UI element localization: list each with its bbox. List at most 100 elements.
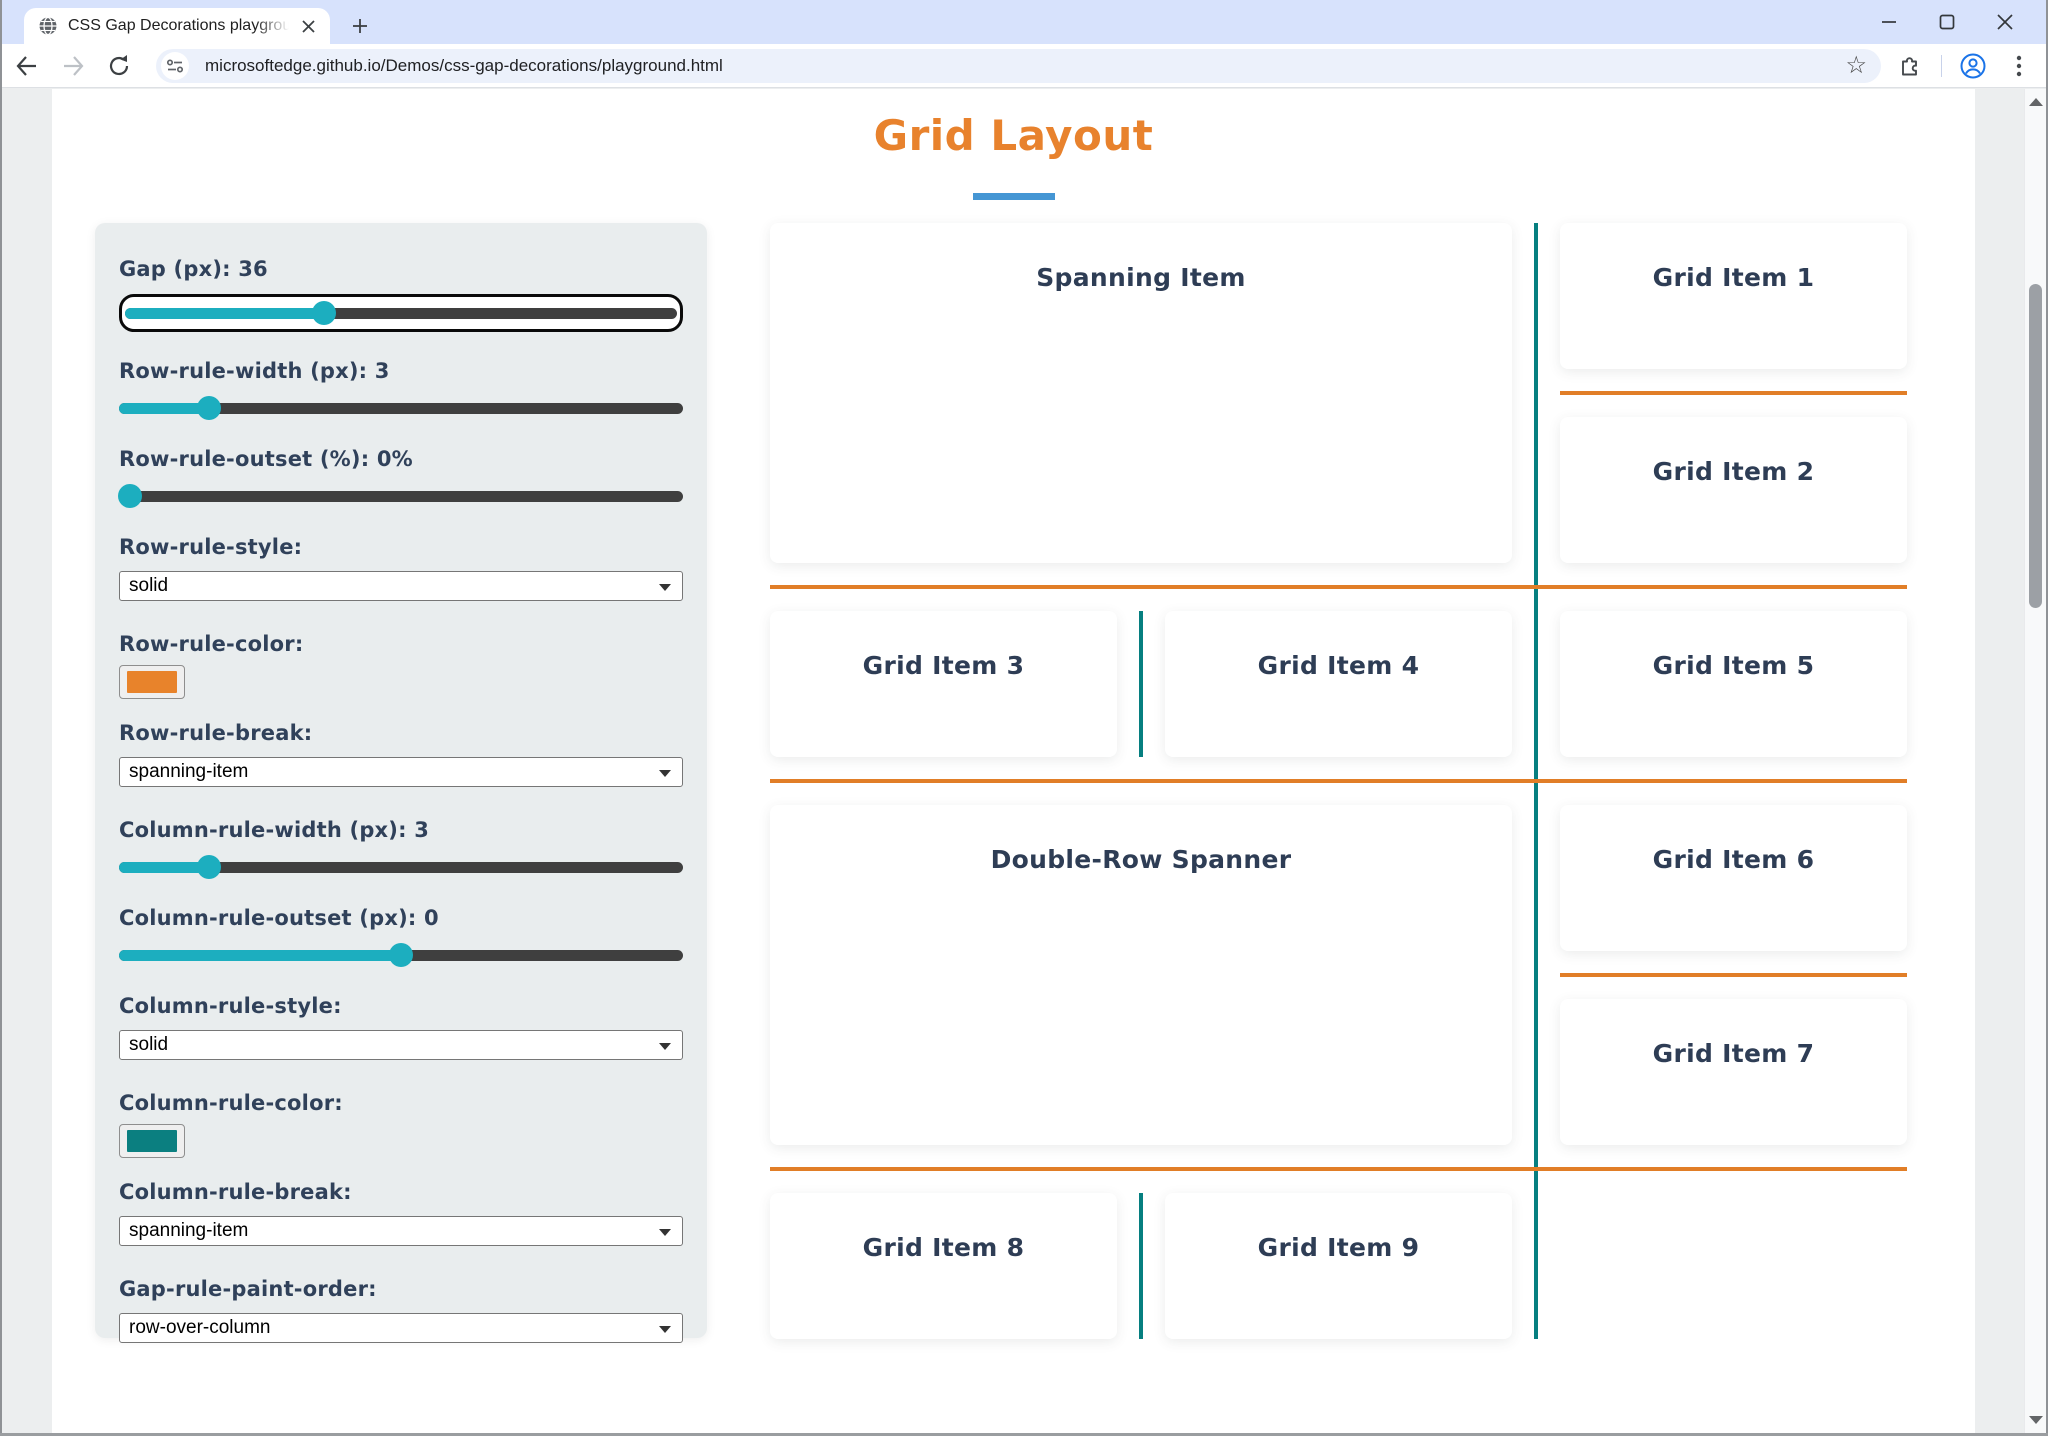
row-rule-style-label: Row-rule-style: [119,535,303,559]
row-rule-color-picker[interactable] [119,665,185,699]
browser-tab[interactable]: CSS Gap Decorations playgroun [24,8,330,44]
grid-card-7: Grid Item 7 [1560,999,1907,1145]
back-arrow-icon[interactable] [8,47,46,85]
column-rule-outset-control: Column-rule-outset (px): 0 [119,906,683,967]
color-swatch [127,1130,177,1152]
row-rule-break-select[interactable]: spanning-item [119,757,683,787]
slider-thumb[interactable] [311,301,336,325]
column-rule-break-control: Column-rule-break: spanning-item [119,1180,683,1246]
row-rule-outset-slider[interactable] [118,484,683,508]
slider-track[interactable] [119,403,683,414]
reload-icon[interactable] [100,47,138,85]
page-content: Grid Layout Gap (px): 36 Row-rule-width … [52,89,1975,1433]
column-rule-style-control: Column-rule-style: solid [119,994,683,1060]
row-rule-break-label: Row-rule-break: [119,721,313,745]
grid-card-4: Grid Item 4 [1165,611,1512,757]
column-rule-color-picker[interactable] [119,1124,185,1158]
slider-track[interactable] [119,491,683,502]
profile-avatar-icon[interactable] [1954,47,1992,85]
toolbar-separator [1941,54,1942,77]
extensions-puzzle-icon[interactable] [1891,47,1929,85]
select-value: row-over-column [129,1317,271,1338]
color-swatch [127,671,177,693]
window-border-right [2046,0,2048,1436]
gap-label: Gap (px): 36 [119,257,268,281]
gap-control: Gap (px): 36 [119,257,683,332]
row-rule-width-control: Row-rule-width (px): 3 [119,359,683,420]
column-rule-outset-slider[interactable] [119,943,683,967]
slider-track[interactable] [125,308,677,319]
slider-thumb[interactable] [197,396,222,420]
chevron-down-icon [659,584,671,591]
page-viewport: Grid Layout Gap (px): 36 Row-rule-width … [0,89,2048,1433]
grid-card-8: Grid Item 8 [770,1193,1117,1339]
column-rule-color-label: Column-rule-color: [119,1091,343,1115]
row-rule-width-label: Row-rule-width (px): 3 [119,359,390,383]
row-rule-width-slider[interactable] [119,396,683,420]
slider-thumb[interactable] [197,855,222,879]
column-rule-width-control: Column-rule-width (px): 3 [119,818,683,879]
bookmark-star-icon[interactable]: ☆ [1845,51,1867,79]
select-value: spanning-item [129,1220,249,1241]
row-rule-style-select[interactable]: solid [119,571,683,601]
column-rule-outset-label: Column-rule-outset (px): 0 [119,906,439,930]
grid-card-spanning-item: Spanning Item [770,223,1512,563]
gap-rule-paint-order-select[interactable]: row-over-column [119,1313,683,1343]
row-rule-outset-label: Row-rule-outset (%): 0% [119,447,413,471]
window-close-icon[interactable] [1976,2,2034,42]
tab-title: CSS Gap Decorations playgroun [68,17,296,34]
scroll-down-arrow-icon[interactable] [2028,1416,2043,1424]
forward-arrow-icon[interactable] [54,47,92,85]
grid-demo: Spanning Item Grid Item 1 Grid Item 2 Gr… [770,223,1907,1339]
grid-card-1: Grid Item 1 [1560,223,1907,369]
column-rule-width-label: Column-rule-width (px): 3 [119,818,430,842]
chevron-down-icon [659,770,671,777]
grid-card-3: Grid Item 3 [770,611,1117,757]
url-text[interactable]: microsoftedge.github.io/Demos/css-gap-de… [205,55,723,75]
title-underline [972,193,1055,200]
chevron-down-icon [659,1229,671,1236]
grid-card-2: Grid Item 2 [1560,417,1907,563]
row-rule-style-control: Row-rule-style: solid [119,535,683,601]
column-rule-break-label: Column-rule-break: [119,1180,352,1204]
scroll-up-arrow-icon[interactable] [2028,98,2043,106]
slider-fill [119,862,210,873]
vertical-scrollbar[interactable] [2024,89,2046,1433]
grid-card-6: Grid Item 6 [1560,805,1907,951]
maximize-icon[interactable] [1918,2,1976,42]
row-rule-color-label: Row-rule-color: [119,632,304,656]
globe-favicon-icon [38,16,58,36]
tab-close-icon[interactable] [296,14,320,38]
chevron-down-icon [659,1326,671,1333]
site-settings-tune-icon[interactable] [161,51,189,80]
more-vert-menu-icon[interactable] [2000,47,2038,85]
column-rule-width-slider[interactable] [119,855,683,879]
minimize-icon[interactable] [1860,2,1918,42]
row-rule-segment-2 [1560,973,1907,977]
slider-fill [119,403,210,414]
slider-track[interactable] [119,862,683,873]
slider-thumb[interactable] [389,943,413,967]
window-border-left [0,0,2,1436]
column-rule-style-select[interactable]: solid [119,1030,683,1060]
grid-card-9: Grid Item 9 [1165,1193,1512,1339]
column-rule-segment-1 [1139,611,1143,757]
scrollbar-thumb[interactable] [2029,284,2042,608]
row-rule-break-control: Row-rule-break: spanning-item [119,721,683,787]
slider-fill [119,950,401,961]
new-tab-plus-icon[interactable] [346,12,374,40]
row-rule-color-control: Row-rule-color: [119,632,683,699]
column-rule-color-control: Column-rule-color: [119,1091,683,1158]
window-border-bottom [0,1433,2048,1436]
row-rule-1 [770,585,1907,589]
toolbar-right-icons [1891,47,2038,85]
column-rule-style-label: Column-rule-style: [119,994,342,1018]
gap-slider[interactable] [125,301,677,325]
gap-rule-paint-order-label: Gap-rule-paint-order: [119,1277,377,1301]
grid-card-5: Grid Item 5 [1560,611,1907,757]
slider-thumb[interactable] [118,484,143,508]
column-rule-break-select[interactable]: spanning-item [119,1216,683,1246]
gap-rule-paint-order-control: Gap-rule-paint-order: row-over-column [119,1277,683,1343]
column-rule-segment-2 [1139,1193,1143,1339]
url-omnibox[interactable]: microsoftedge.github.io/Demos/css-gap-de… [156,48,1881,83]
